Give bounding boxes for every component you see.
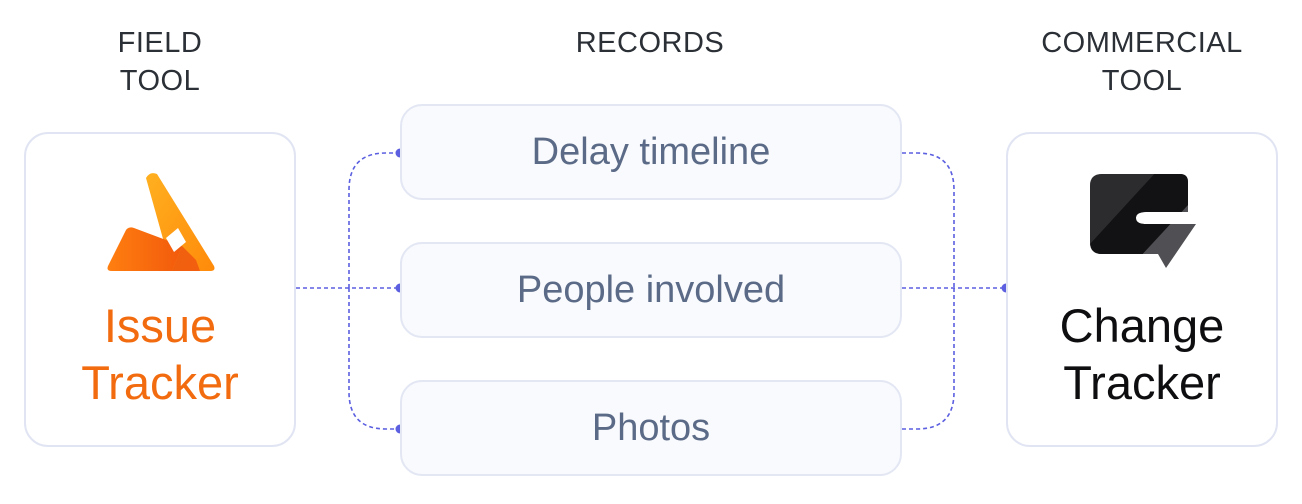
commercial-tool-heading: COMMERCIAL TOOL (1002, 24, 1282, 100)
record-people-involved[interactable]: People involved (400, 242, 902, 338)
change-tracker-logo-icon (1090, 174, 1196, 268)
field-tool-heading-line-1: FIELD (117, 27, 203, 59)
field-tool-heading-line-2: TOOL (119, 65, 201, 97)
connector-right-bottom (902, 288, 955, 430)
record-photos[interactable]: Photos (400, 380, 902, 476)
issue-tracker-name-line-1: Issue (103, 299, 217, 352)
records-heading: RECORDS (575, 27, 725, 59)
change-tracker-name: Change Tracker (1008, 297, 1276, 411)
issue-tracker-card[interactable]: Issue Tracker (24, 132, 296, 447)
record-delay-timeline[interactable]: Delay timeline (400, 104, 902, 200)
commercial-tool-heading-line-2: TOOL (1101, 65, 1183, 97)
issue-tracker-logo-icon (107, 173, 215, 271)
issue-tracker-name: Issue Tracker (26, 297, 294, 411)
change-tracker-name-line-2: Tracker (1063, 356, 1221, 409)
commercial-tool-heading-line-1: COMMERCIAL (1041, 27, 1243, 59)
connector-left-bottom (348, 288, 400, 430)
issue-tracker-name-line-2: Tracker (81, 356, 239, 409)
connector-left-top (348, 152, 400, 288)
connector-right-top (902, 152, 955, 288)
change-tracker-name-line-1: Change (1059, 299, 1225, 352)
field-tool-heading: FIELD TOOL (60, 24, 260, 100)
change-tracker-card[interactable]: Change Tracker (1006, 132, 1278, 447)
